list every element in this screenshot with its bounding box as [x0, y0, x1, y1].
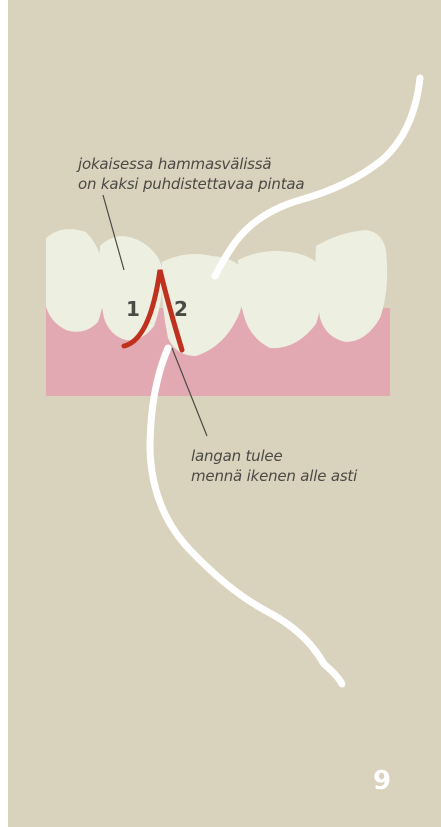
- surface-label-2: 2: [174, 299, 188, 319]
- caption-top-line1: jokaisessa hammasvälissä: [78, 154, 304, 174]
- caption-floss-under-gum: langan tulee mennä ikenen alle asti: [191, 446, 357, 486]
- caption-bottom-line1: langan tulee: [191, 446, 357, 466]
- caption-two-surfaces: jokaisessa hammasvälissä on kaksi puhdis…: [78, 154, 304, 194]
- page-number: 9: [373, 766, 391, 796]
- tooth-1: [46, 229, 104, 332]
- floss-lower: [150, 348, 342, 684]
- tooth-2: [100, 236, 163, 340]
- surface-label-1: 1: [126, 299, 140, 319]
- caption-top-line2: on kaksi puhdistettavaa pintaa: [78, 174, 304, 194]
- caption-bottom-line2: mennä ikenen alle asti: [191, 466, 357, 486]
